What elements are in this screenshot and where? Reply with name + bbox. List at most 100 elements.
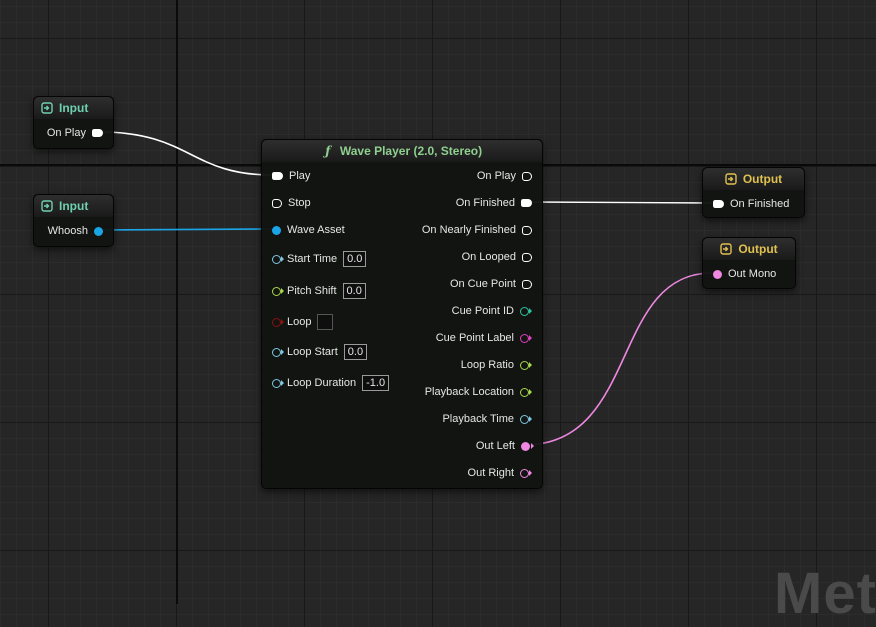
output-node-on-finished[interactable]: Output On Finished	[702, 167, 805, 218]
cue-point-id-output-pin[interactable]	[520, 306, 532, 316]
loop-ratio-output-pin[interactable]	[520, 360, 532, 370]
loop-duration-input-pin[interactable]	[272, 378, 284, 388]
pitch-shift-label: Pitch Shift	[287, 285, 337, 297]
stop-exec-input-pin[interactable]	[272, 198, 282, 208]
cue-point-label-label: Cue Point Label	[435, 332, 514, 344]
loop-duration-label: Loop Duration	[287, 377, 357, 389]
start-time-label: Start Time	[287, 253, 338, 265]
loop-start-input-pin[interactable]	[272, 347, 284, 357]
loop-start-value-field[interactable]: 0.0	[343, 344, 368, 360]
wave-player-header: ƒ Wave Player (2.0, Stereo)	[262, 140, 542, 162]
whoosh-pin-label: Whoosh	[47, 225, 88, 237]
output-node-header: Output	[703, 168, 804, 190]
loop-start-input-row: Loop Start 0.0	[272, 344, 368, 360]
playback-time-label: Playback Time	[442, 413, 514, 425]
input-node-on-play[interactable]: Input On Play	[33, 96, 114, 149]
pitch-shift-input-row: Pitch Shift 0.0	[272, 283, 366, 299]
on-looped-output-row: On Looped	[462, 250, 532, 264]
out-right-output-row: Out Right	[467, 466, 532, 480]
on-cue-point-output-row: On Cue Point	[450, 277, 532, 291]
pitch-shift-input-pin[interactable]	[272, 286, 284, 296]
loop-duration-input-row: Loop Duration -1.0	[272, 375, 390, 391]
wire-on-play-to-play[interactable]	[99, 131, 273, 176]
on-finished-label: On Finished	[455, 197, 515, 209]
wave-player-title: Wave Player (2.0, Stereo)	[339, 144, 483, 158]
cue-point-label-output-pin[interactable]	[520, 333, 532, 343]
loop-ratio-output-row: Loop Ratio	[460, 358, 532, 372]
playback-location-output-row: Playback Location	[424, 385, 532, 399]
stop-input-row: Stop	[272, 196, 311, 210]
stop-label: Stop	[288, 197, 311, 209]
loop-input-row: Loop	[272, 314, 334, 330]
play-input-row: Play	[272, 169, 310, 183]
play-label: Play	[289, 170, 311, 182]
out-left-audio-output-pin[interactable]	[521, 441, 534, 451]
playback-time-output-row: Playback Time	[442, 412, 532, 426]
cue-point-id-label: Cue Point ID	[451, 305, 514, 317]
audio-input-pin[interactable]	[713, 269, 722, 279]
input-arrow-icon	[41, 200, 53, 212]
on-looped-exec-output-pin[interactable]	[522, 252, 532, 262]
on-play-label: On Play	[476, 170, 516, 182]
on-play-output-pin-row: On Play	[47, 126, 103, 140]
input-node-header: Input	[34, 195, 113, 217]
out-left-output-row: Out Left	[475, 439, 534, 453]
input-node-title: Input	[59, 199, 89, 213]
on-finished-exec-output-pin[interactable]	[521, 199, 532, 207]
on-play-pin-label: On Play	[46, 127, 86, 139]
playback-location-output-pin[interactable]	[520, 387, 532, 397]
input-node-whoosh[interactable]: Input Whoosh	[33, 194, 114, 247]
exec-input-pin[interactable]	[713, 200, 724, 208]
input-arrow-icon	[41, 102, 53, 114]
wave-player-node[interactable]: ƒ Wave Player (2.0, Stereo) Play Stop Wa…	[261, 139, 543, 489]
input-node-header: Input	[34, 97, 113, 119]
playback-location-label: Playback Location	[424, 386, 514, 398]
output-node-header: Output	[703, 238, 795, 260]
loop-checkbox[interactable]	[317, 314, 334, 330]
cue-point-id-output-row: Cue Point ID	[451, 304, 532, 318]
on-nearly-finished-output-row: On Nearly Finished	[422, 223, 532, 237]
loop-duration-value-field[interactable]: -1.0	[362, 375, 390, 391]
loop-start-label: Loop Start	[287, 346, 338, 358]
input-node-title: Input	[59, 101, 89, 115]
on-play-exec-output-pin[interactable]	[522, 171, 532, 181]
wave-asset-input-row: Wave Asset	[272, 223, 345, 237]
output-arrow-icon	[725, 173, 737, 185]
on-nearly-finished-exec-output-pin[interactable]	[522, 225, 532, 235]
wave-asset-output-pin[interactable]	[94, 226, 103, 236]
on-looped-label: On Looped	[461, 251, 516, 263]
output-node-title: Output	[738, 242, 778, 256]
wire-whoosh-to-wave-asset[interactable]	[94, 228, 273, 231]
output-node-out-mono[interactable]: Output Out Mono	[702, 237, 796, 289]
wave-asset-label: Wave Asset	[287, 224, 345, 236]
wire-on-finished-to-output[interactable]	[527, 201, 713, 204]
wave-asset-input-pin[interactable]	[272, 225, 281, 235]
exec-output-pin[interactable]	[92, 129, 103, 137]
start-time-value-field[interactable]: 0.0	[343, 251, 367, 267]
play-exec-input-pin[interactable]	[272, 172, 283, 180]
graph-origin-vertical-line	[176, 0, 178, 604]
cue-point-label-output-row: Cue Point Label	[435, 331, 532, 345]
start-time-input-pin[interactable]	[272, 254, 284, 264]
loop-ratio-label: Loop Ratio	[460, 359, 514, 371]
on-finished-input-pin-row: On Finished	[713, 197, 789, 211]
start-time-input-row: Start Time 0.0	[272, 251, 367, 267]
on-finished-output-row: On Finished	[456, 196, 532, 210]
on-cue-point-exec-output-pin[interactable]	[522, 279, 532, 289]
out-mono-pin-label: Out Mono	[728, 268, 777, 280]
loop-input-pin[interactable]	[272, 317, 284, 327]
output-arrow-icon	[720, 243, 733, 255]
out-left-label: Out Left	[475, 440, 515, 452]
wire-out-left-to-out-mono[interactable]	[523, 272, 713, 446]
output-node-title: Output	[742, 172, 783, 186]
loop-label: Loop	[287, 316, 312, 328]
out-mono-input-pin-row: Out Mono	[713, 267, 776, 281]
pitch-shift-value-field[interactable]: 0.0	[342, 283, 366, 299]
out-right-label: Out Right	[467, 467, 514, 479]
playback-time-output-pin[interactable]	[520, 414, 532, 424]
on-nearly-finished-label: On Nearly Finished	[421, 224, 516, 236]
on-cue-point-label: On Cue Point	[449, 278, 516, 290]
connection-wires	[94, 131, 713, 446]
out-right-audio-output-pin[interactable]	[520, 468, 532, 478]
function-icon: ƒ	[325, 144, 331, 158]
